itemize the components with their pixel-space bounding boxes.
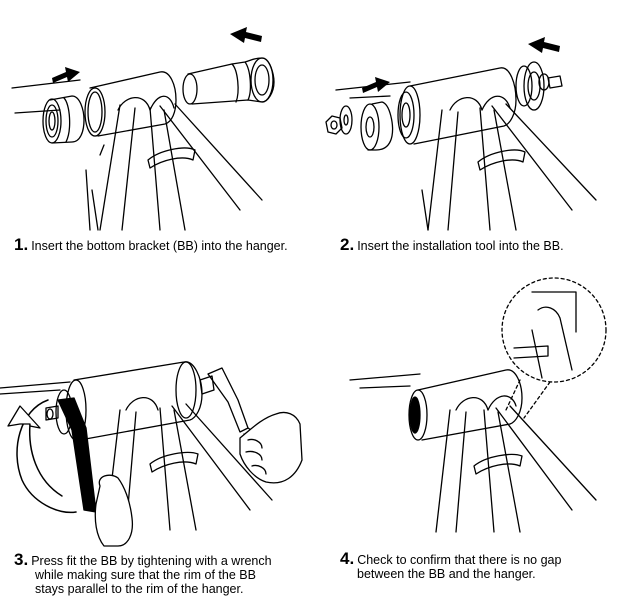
step-3-caption: 3.Press fit the BB by tightening with a … (14, 550, 272, 596)
step-number: 1. (14, 235, 29, 254)
step-2-caption: 2.Insert the installation tool into the … (340, 235, 564, 254)
arrow-right-icon (52, 67, 80, 83)
frame-tubes (335, 81, 597, 231)
zoom-hanger-edge (531, 291, 577, 333)
step-4-caption: 4.Check to confirm that there is no gap … (340, 549, 562, 581)
step-4-illustration (349, 277, 607, 533)
step-number: 3. (14, 550, 29, 569)
step-text: Insert the installation tool into the BB… (357, 239, 564, 253)
step-1-illustration (11, 27, 275, 231)
step-3-illustration (0, 361, 303, 547)
right-hand (239, 411, 303, 484)
step-text-line-2: between the BB and the hanger. (357, 567, 536, 581)
zoom-bb-rim (513, 345, 549, 359)
insert-arrows (52, 27, 262, 83)
right-bb-cartridge (182, 57, 275, 105)
zoom-detail-circle (501, 277, 607, 419)
step-text-line-1: Press fit the BB by tightening with a wr… (31, 554, 272, 568)
bb-hanger-with-cups (397, 67, 517, 145)
bb-installed (408, 369, 523, 441)
step-number: 4. (340, 549, 355, 568)
frame-tubes (11, 79, 263, 231)
step-2-illustration (325, 37, 597, 231)
arrow-left-icon (230, 27, 262, 43)
left-bb-cup (42, 95, 85, 144)
step-text-line-3: stays parallel to the rim of the hanger. (35, 582, 244, 596)
step-4-panel: 4.Check to confirm that there is no gap … (310, 270, 617, 608)
tool-left-side (325, 101, 394, 151)
step-text-line-2: while making sure that the rim of the BB (35, 568, 256, 582)
nut (325, 115, 343, 135)
step-3-panel: 3.Press fit the BB by tightening with a … (0, 290, 308, 608)
frame-tubes (0, 381, 273, 531)
wrench-left (57, 397, 97, 513)
step-number: 2. (340, 235, 355, 254)
curved-arrow-icon (7, 405, 41, 429)
arrow-right-icon (362, 77, 390, 93)
zoom-tube (531, 306, 573, 379)
step-text: Insert the bottom bracket (BB) into the … (31, 239, 288, 253)
step-1-panel: 1.Insert the bottom bracket (BB) into th… (0, 0, 308, 270)
arrow-left-icon (528, 37, 560, 53)
step-2-panel: 2.Insert the installation tool into the … (310, 0, 617, 270)
left-hand (94, 474, 134, 547)
rotation-arrow (7, 399, 77, 514)
step-text-line-1: Check to confirm that there is no gap (357, 553, 562, 567)
insert-arrows (362, 37, 560, 93)
hands (94, 411, 303, 547)
tool-right-side (515, 61, 563, 111)
step-1-caption: 1.Insert the bottom bracket (BB) into th… (14, 235, 288, 254)
washer (339, 105, 353, 135)
bb-hanger (84, 71, 177, 137)
